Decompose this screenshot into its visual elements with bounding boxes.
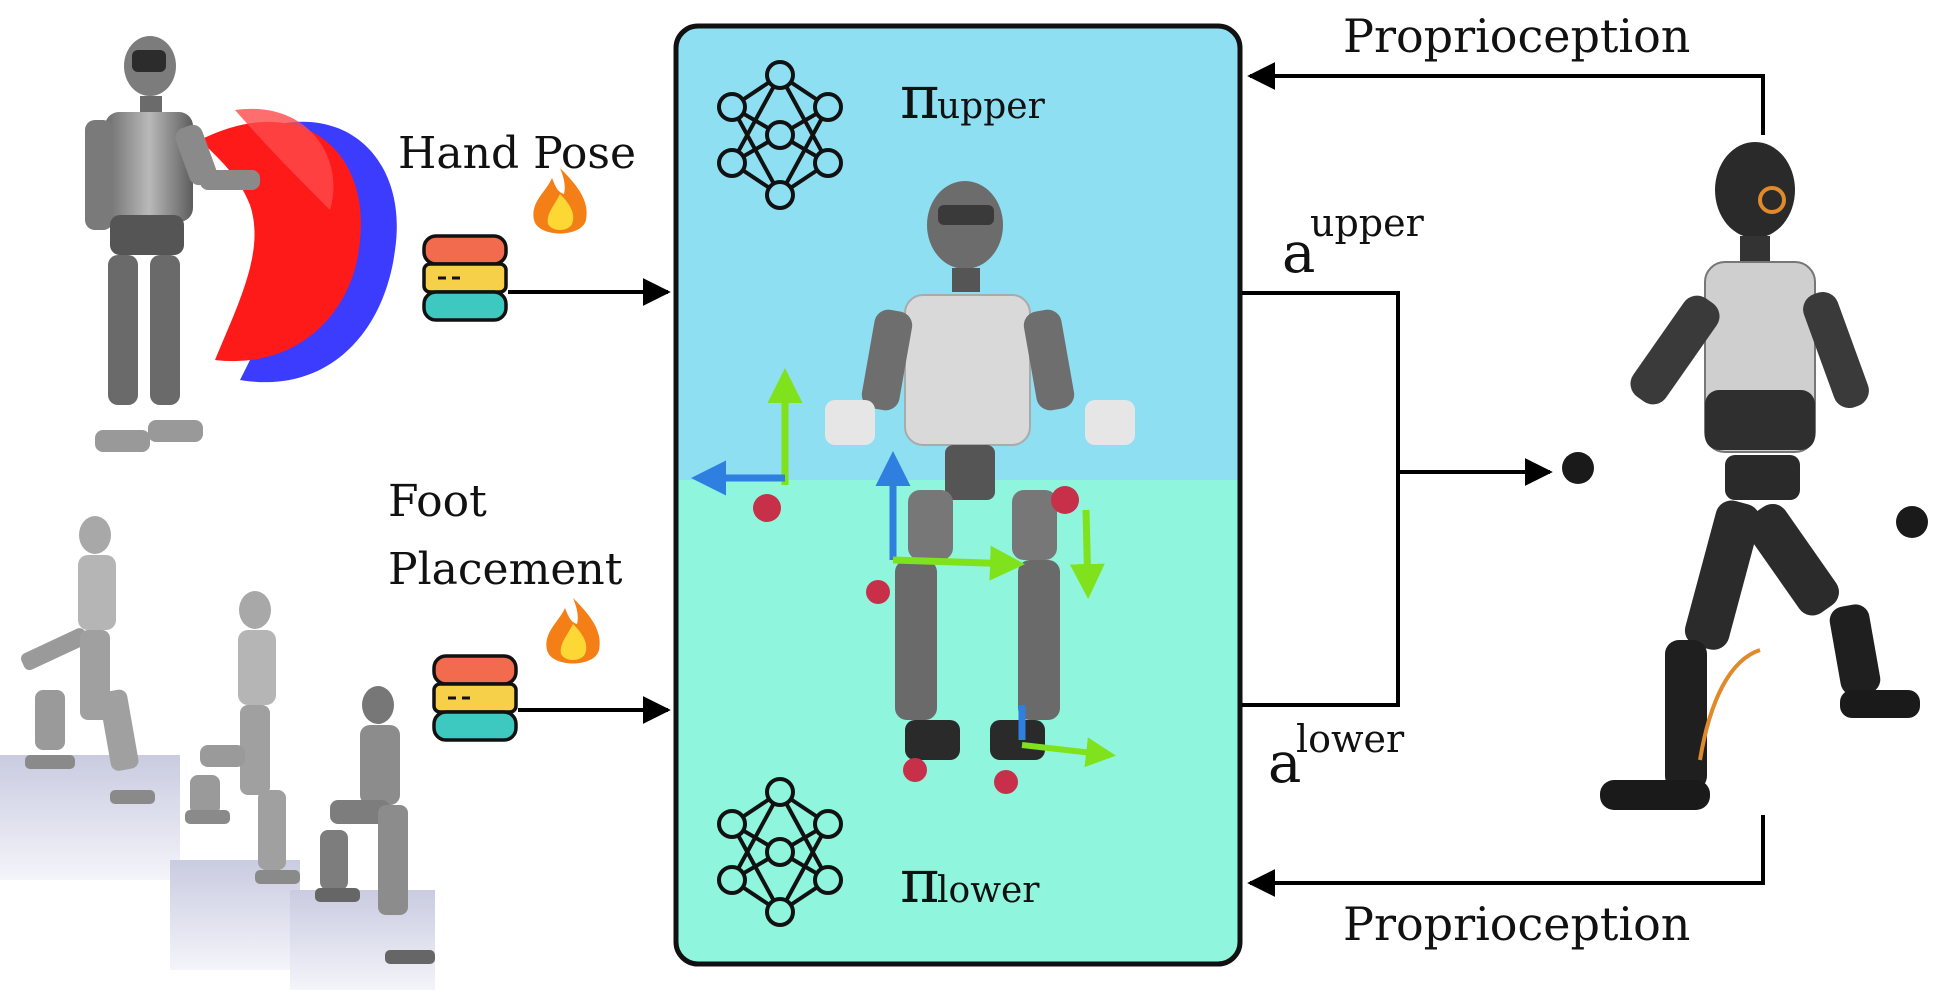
center-robot-figure [691, 181, 1135, 794]
pi-upper-subscript: upper [937, 86, 1046, 127]
action-bracket [1242, 291, 1400, 707]
database-icon [422, 234, 508, 322]
fire-icon [546, 598, 600, 664]
a-lower-base: a [1268, 731, 1301, 796]
pi-upper-symbol: π [900, 63, 939, 133]
a-lower-superscript: lower [1296, 717, 1405, 761]
database-icon [432, 654, 518, 742]
neural-network-icon [717, 777, 843, 927]
pi-lower-subscript: lower [937, 870, 1040, 911]
real-humanoid-robot [1562, 142, 1928, 810]
a-upper-base: a [1282, 221, 1315, 286]
foot-label: Foot [388, 476, 487, 527]
pi-lower-symbol: π [900, 847, 939, 917]
placement-label: Placement [388, 544, 623, 595]
proprioception-top-arrow [1247, 62, 1765, 135]
proprioception-bottom-arrow [1247, 815, 1765, 897]
proprioception-top-label: Proprioception [1343, 9, 1690, 63]
proprioception-bottom-label: Proprioception [1343, 897, 1690, 951]
hand-pose-robot-figure [85, 36, 397, 452]
hand-pose-label: Hand Pose [398, 128, 636, 179]
neural-network-icon [717, 60, 843, 210]
hand-pose-point-cloud [200, 108, 397, 383]
fire-icon [533, 168, 587, 234]
a-upper-superscript: upper [1310, 201, 1425, 245]
foot-placement-robots-figure [0, 516, 435, 990]
